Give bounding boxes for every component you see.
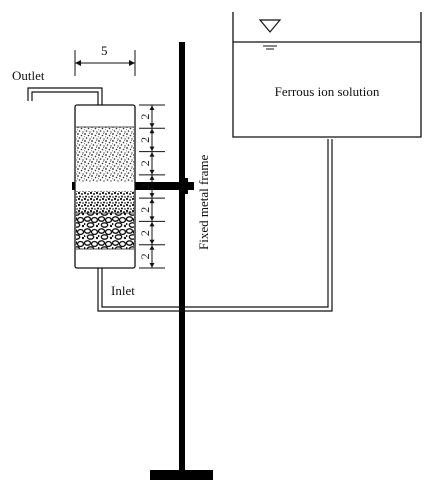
segment-length-label: 2 <box>138 184 152 190</box>
filter-layer-1 <box>76 127 134 182</box>
dimension-arrow <box>149 152 155 157</box>
dimension-arrow <box>149 239 155 245</box>
dimension-arrow <box>149 216 155 221</box>
filter-layer-2 <box>76 191 134 213</box>
tank-wall <box>232 12 422 138</box>
solution-label: Ferrous ion solution <box>275 84 380 99</box>
frame-base <box>150 470 213 480</box>
dimension-arrow <box>149 123 155 128</box>
solution-tank: Ferrous ion solution <box>232 12 422 138</box>
dimension-arrow <box>149 175 155 180</box>
dimension-arrow <box>149 193 155 198</box>
inlet-label: Inlet <box>111 283 135 298</box>
outlet-label: Outlet <box>12 68 45 83</box>
diameter-label: 5 <box>101 43 108 58</box>
dimension-arrow <box>149 146 155 152</box>
segment-length-label: 2 <box>138 114 152 120</box>
dimension-arrow <box>149 263 155 268</box>
column <box>74 104 136 269</box>
diameter-dimension: 5 <box>74 43 136 76</box>
dimension-arrow <box>149 128 155 134</box>
inlet-tube <box>97 139 333 312</box>
segment-length-label: 2 <box>138 137 152 143</box>
segment-length-label: 2 <box>138 253 152 259</box>
dimension-arrow <box>149 105 155 110</box>
frame-pole <box>179 42 185 472</box>
dimension-arrow <box>149 198 155 204</box>
segment-length-label: 2 <box>138 230 152 236</box>
dimension-arrow <box>149 245 155 250</box>
dimension-arrow <box>149 221 155 227</box>
frame-label: Fixed metal frame <box>196 154 211 250</box>
frame-clamp-tab <box>185 178 188 194</box>
dimension-arrow <box>149 169 155 175</box>
outlet-tube <box>27 87 103 105</box>
segment-length-label: 2 <box>138 160 152 166</box>
water-level-symbol <box>258 19 282 33</box>
segment-dimensions: 2 2 2 2 2 2 2 <box>138 104 165 269</box>
filter-layer-3 <box>76 213 134 249</box>
segment-length-label: 2 <box>138 207 152 213</box>
